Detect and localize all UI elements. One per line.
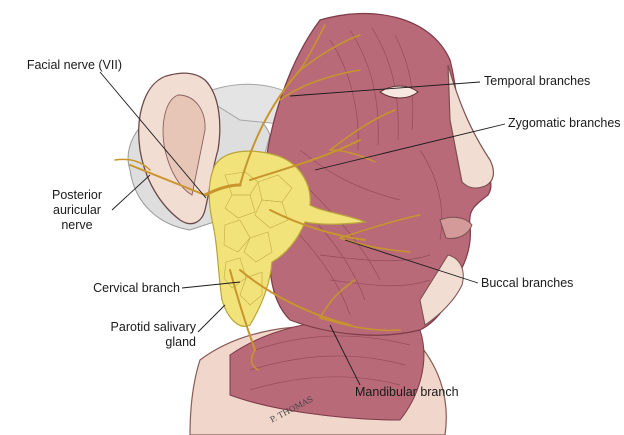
leader-buccal (344, 239, 479, 284)
gland-lobules (223, 171, 293, 306)
label-leader-lines (99, 71, 506, 386)
label-parotid-line1: Parotid salivary (110, 320, 196, 334)
label-parotid-line2: gland (165, 335, 196, 349)
label-buccal-branches: Buccal branches (481, 276, 574, 290)
chin (419, 254, 464, 326)
label-posterior-auricular-line3: nerve (61, 218, 93, 232)
leader-zygomatic (314, 123, 506, 171)
label-zygomatic-branches: Zygomatic branches (508, 116, 621, 130)
nose (447, 64, 495, 189)
label-mandibular-branch: Mandibular branch (355, 385, 459, 399)
leader-parotid (197, 304, 226, 333)
leader-cervical (181, 281, 241, 289)
leader-mandibular (329, 324, 361, 386)
facial-nerve-branches (114, 24, 421, 371)
label-posterior-auricular-line1: Posterior (51, 188, 103, 202)
label-posterior-auricular-line2: auricular (53, 203, 101, 217)
label-cervical-branch: Cervical branch (93, 281, 180, 295)
label-temporal-branches: Temporal branches (484, 74, 591, 88)
lips (439, 216, 473, 239)
leader-facial-nerve (99, 71, 207, 199)
label-facial-nerve: Facial nerve (VII) (26, 58, 122, 72)
leader-posterior-auricular (111, 174, 151, 211)
leader-temporal (289, 81, 481, 97)
ear-inner (162, 94, 206, 196)
